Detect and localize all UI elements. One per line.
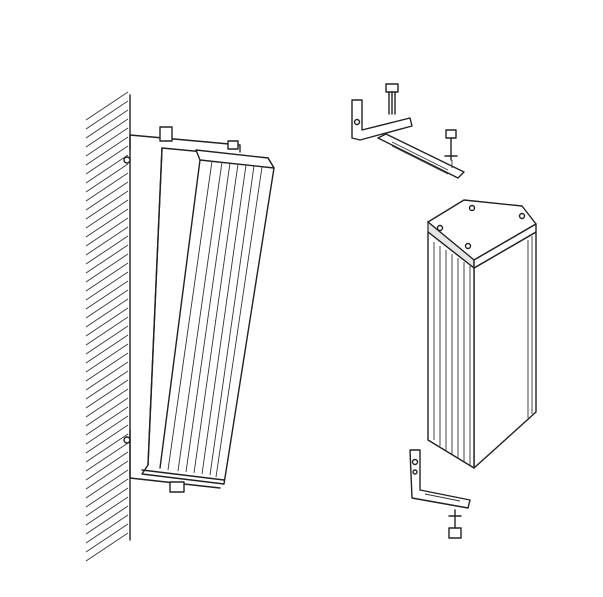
wall-hatch-line (85, 415, 129, 445)
top-slotted-plate (377, 129, 465, 179)
wall-hatch-line (85, 226, 129, 256)
wall-hatch-line (85, 217, 129, 247)
wall-hatch-line (85, 478, 129, 508)
wall-hatch-line (85, 172, 129, 202)
wall-hatch-line (85, 235, 129, 265)
speaker-grille-lines (167, 160, 263, 478)
top-wall-bracket (123, 126, 241, 164)
wall-hatch-line (85, 289, 129, 319)
wall-hatch-line (85, 298, 129, 328)
wall-mounted-speaker (123, 126, 275, 493)
wall-hatch-line (85, 253, 129, 283)
wall-hatch-line (85, 523, 129, 553)
wall-hatch-line (85, 127, 129, 157)
bottom-wall-bracket (123, 429, 221, 493)
wall-hatch-line (85, 109, 129, 139)
top-mounting-bracket (351, 83, 413, 141)
wall-hatch-line (85, 442, 129, 472)
wall-hatch-line (85, 262, 129, 292)
wall-hatch-line (85, 505, 129, 535)
wall-hatch-line (85, 244, 129, 274)
wall-hatch-line (85, 388, 129, 418)
wall-hatch-line (85, 190, 129, 220)
wall-hatch-line (85, 343, 129, 373)
wall-hatch-line (85, 424, 129, 454)
wall-hatch-line (85, 406, 129, 436)
wall-hatch-line (85, 451, 129, 481)
wall-hatch-line (85, 397, 129, 427)
wall-hatch-line (85, 100, 129, 130)
wall-hatch-line (85, 361, 129, 391)
wall-hatch-line (85, 118, 129, 148)
wall-hatch-line (85, 460, 129, 490)
wall-hatch-line (85, 208, 129, 238)
wall-hatch-line (85, 280, 129, 310)
wall-hatch-line (85, 433, 129, 463)
wall-hatch-line (85, 91, 129, 121)
wall-hatch-line (85, 154, 129, 184)
wall-hatch-line (85, 316, 129, 346)
wall-hatch-line (85, 334, 129, 364)
wall-hatch-line (85, 181, 129, 211)
wall-hatch-line (85, 352, 129, 382)
wall-hatch-line (85, 532, 129, 562)
wall-hatch-line (85, 370, 129, 400)
wall-hatch-line (85, 145, 129, 175)
wall-hatch-line (85, 136, 129, 166)
wall (85, 91, 131, 562)
speaker-cabinet (427, 199, 537, 469)
wall-hatch-line (85, 163, 129, 193)
bottom-mounting-bracket (409, 449, 471, 539)
cabinet-side-grille (433, 236, 533, 465)
wall-hatch-line (85, 487, 129, 517)
wall-hatch-line (85, 514, 129, 544)
wall-hatch-line (85, 199, 129, 229)
wall-hatch-line (85, 307, 129, 337)
wall-hatch-line (85, 469, 129, 499)
wall-hatch-line (85, 325, 129, 355)
wall-hatch-line (85, 271, 129, 301)
wall-hatch-line (85, 496, 129, 526)
wall-hatch-line (85, 379, 129, 409)
